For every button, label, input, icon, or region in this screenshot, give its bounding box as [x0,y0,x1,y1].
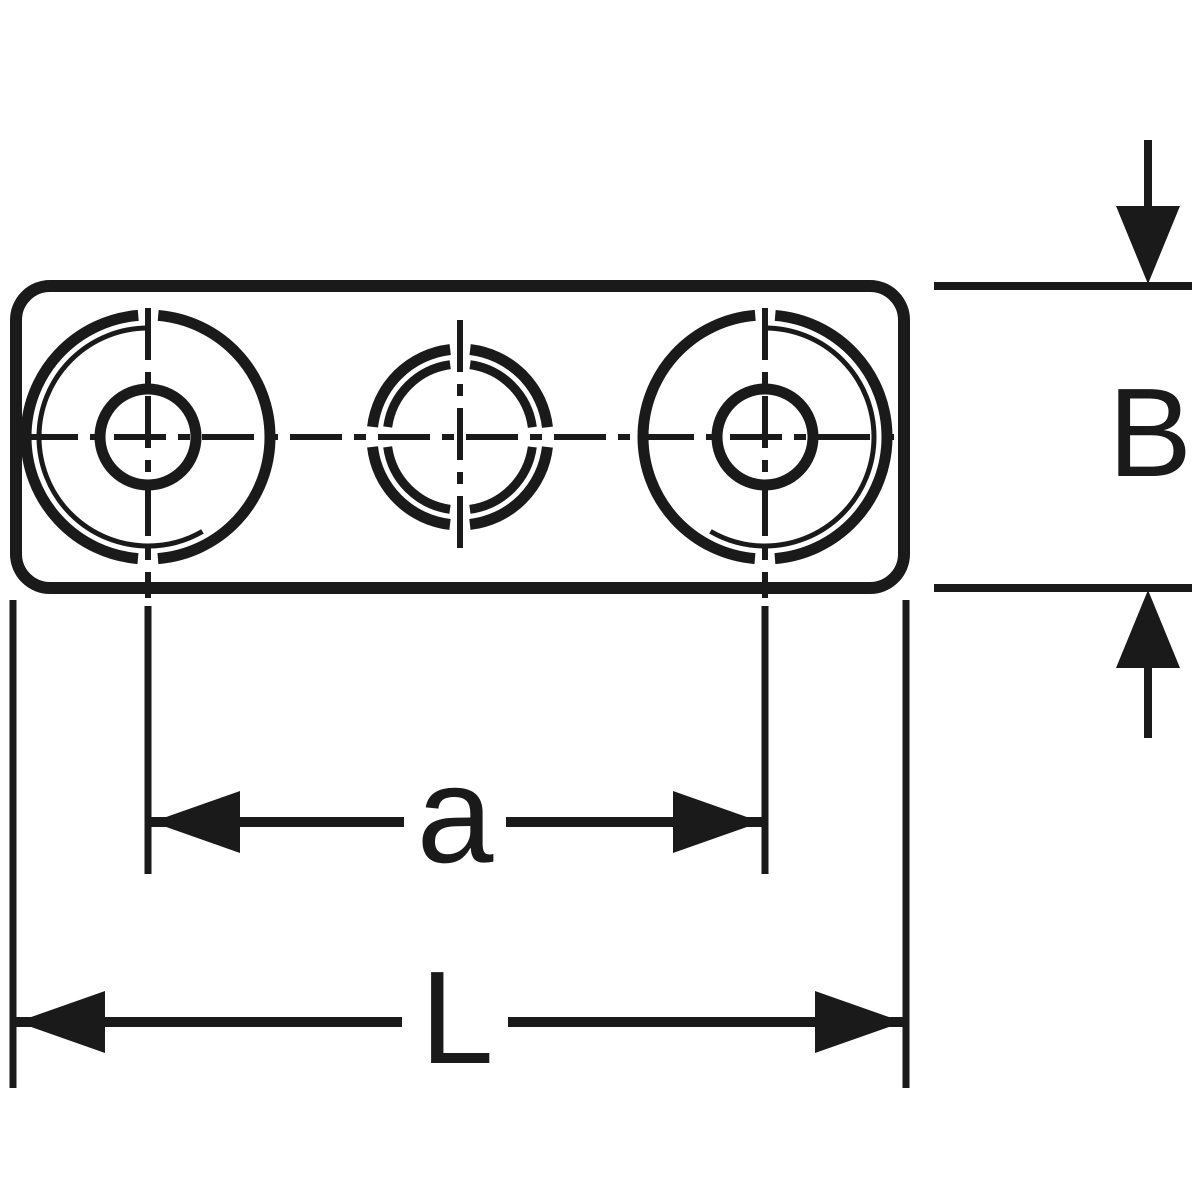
right-hole-thread-arc [653,325,877,549]
dimension-l-label: L [420,944,493,1091]
arrowhead-left-icon [152,791,240,853]
part-body [10,280,910,594]
dimension-b: B [934,140,1192,738]
dimension-a: a [144,606,769,892]
arrowhead-left-icon [17,991,105,1053]
right-hole-inner-circle [711,383,819,491]
dimension-l: L [9,600,910,1091]
arrowhead-down-icon [1116,206,1180,284]
left-hole-inner-circle [94,383,202,491]
dimension-b-label: B [1108,362,1192,503]
arrowhead-up-icon [1116,590,1180,668]
right-hole [637,309,893,565]
dimension-a-label: a [417,738,494,892]
centerlines [26,308,896,598]
arrowhead-right-icon [673,791,761,853]
part-outline [10,280,910,594]
left-hole-outer-circle [20,309,276,565]
right-hole-outer-circle [637,309,893,565]
left-hole [20,309,276,565]
left-hole-thread-arc [36,325,260,549]
arrowhead-right-icon [815,991,903,1053]
